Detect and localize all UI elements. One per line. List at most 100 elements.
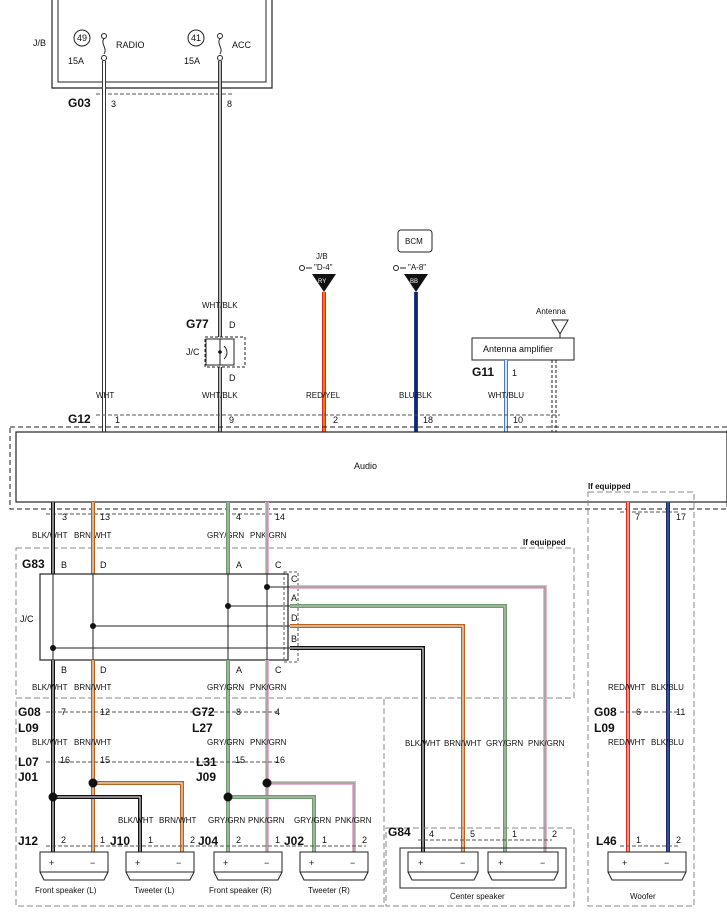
g72-pin-8: 8 bbox=[236, 707, 241, 717]
fuse-acc-number: 41 bbox=[191, 33, 201, 43]
cs2-plus: + bbox=[498, 858, 503, 868]
connector-j12-label: J12 bbox=[18, 834, 38, 848]
connector-j01-label: J01 bbox=[18, 770, 38, 784]
lbl-gry-grn-1: GRY/GRN bbox=[207, 683, 244, 692]
wire-wht-blu: G11 1 WHT/BLU bbox=[472, 360, 524, 432]
antenna-amp-label: Antenna amplifier bbox=[483, 344, 553, 354]
audio-label: Audio bbox=[354, 461, 377, 471]
wire-wht-blk-label-bottom: WHT/BLK bbox=[202, 391, 238, 400]
j04-pin-1: 1 bbox=[275, 835, 280, 845]
g83-right-c: C bbox=[291, 574, 298, 584]
fuse-radio-number: 49 bbox=[77, 33, 87, 43]
g83-bottom-c: C bbox=[275, 665, 282, 675]
center-blk-wht-label: BLK/WHT bbox=[405, 739, 441, 748]
g77-pin-top: D bbox=[229, 320, 236, 330]
woofer-label: Woofer bbox=[630, 892, 656, 901]
l46-pin-1: 1 bbox=[636, 835, 641, 845]
fsl-minus: − bbox=[90, 858, 95, 868]
center-gry-grn-label: GRY/GRN bbox=[486, 739, 523, 748]
jb-label: J/B bbox=[33, 38, 46, 48]
g84-pin-1: 1 bbox=[512, 829, 517, 839]
g84-pin-5: 5 bbox=[470, 829, 475, 839]
j02-pin-2: 2 bbox=[362, 835, 367, 845]
lbl-brn-wht-2: BRN/WHT bbox=[74, 738, 111, 747]
connector-l46-label: L46 bbox=[596, 834, 617, 848]
woofer-pin-17: 17 bbox=[676, 512, 686, 522]
lbl-pnk-grn-1: PNK/GRN bbox=[250, 683, 287, 692]
connector-g12-label: G12 bbox=[68, 412, 91, 426]
tweeter-l-label: Tweeter (L) bbox=[134, 886, 175, 895]
lower-wire-labels: BLK/WHT BRN/WHT GRY/GRN PNK/GRN BLK/WHT … bbox=[32, 683, 372, 825]
g84-pin-4: 4 bbox=[429, 829, 434, 839]
wire-blu-blk: BCM "A-8" BB BLU/BLK bbox=[393, 229, 433, 432]
g83-top-c: C bbox=[275, 560, 282, 570]
speaker-connectors: J12 2 1 J10 1 2 J04 2 1 J02 1 2 bbox=[18, 834, 367, 848]
connector-g11-label: G11 bbox=[472, 365, 494, 379]
bb-symbol: BB bbox=[410, 279, 418, 285]
out-blk-wht-label: BLK/WHT bbox=[32, 531, 68, 540]
j04-pin-2: 2 bbox=[236, 835, 241, 845]
if-equipped-label-2: If equipped bbox=[588, 482, 631, 491]
connector-j09-label: J09 bbox=[196, 770, 216, 784]
lbl-brn-wht-3: BRN/WHT bbox=[159, 816, 196, 825]
twr-plus: + bbox=[309, 858, 314, 868]
connector-l09-b-label: L09 bbox=[594, 721, 615, 735]
audio-pin-4: 4 bbox=[236, 512, 241, 522]
l07-pin-15: 15 bbox=[100, 755, 110, 765]
connector-j02-label: J02 bbox=[284, 834, 304, 848]
audio-unit: Audio bbox=[9, 426, 727, 510]
lbl-gry-grn-4: GRY/GRN bbox=[294, 816, 331, 825]
g77-jc-label: J/C bbox=[186, 347, 200, 357]
g83-top-a: A bbox=[236, 560, 242, 570]
bcm-label: BCM bbox=[405, 237, 423, 246]
connector-g77: G77 D J/C D bbox=[186, 317, 246, 383]
wire-red-yel: J/B "D-4" RY RED/YEL bbox=[299, 252, 341, 432]
lbl-brn-wht-1: BRN/WHT bbox=[74, 683, 111, 692]
fsl-plus: + bbox=[49, 858, 54, 868]
g83-bottom-d: D bbox=[100, 665, 107, 675]
woofer-red-wht-1: RED/WHT bbox=[608, 683, 645, 692]
g08b-pin-6: 6 bbox=[636, 707, 641, 717]
g83-right-a: A bbox=[291, 593, 297, 603]
g84-pin-2: 2 bbox=[552, 829, 557, 839]
l31-pin-16: 16 bbox=[275, 755, 285, 765]
g72-pin-4: 4 bbox=[275, 707, 280, 717]
ry-symbol: RY bbox=[318, 279, 326, 285]
cs1-minus: − bbox=[460, 858, 465, 868]
lbl-pnk-grn-3: PNK/GRN bbox=[248, 816, 285, 825]
woofer-red-wht-2: RED/WHT bbox=[608, 738, 645, 747]
bb-ref: "A-8" bbox=[408, 263, 426, 272]
j12-pin-2: 2 bbox=[61, 835, 66, 845]
lbl-gry-grn-3: GRY/GRN bbox=[208, 816, 245, 825]
audio-output-pins: 3 13 4 14 BLK/WHT BRN/WHT GRY/GRN PNK/GR… bbox=[32, 512, 287, 540]
fsr-minus: − bbox=[264, 858, 269, 868]
wire-wht-blk-label-top: WHT/BLK bbox=[202, 301, 238, 310]
woofer-minus: − bbox=[664, 858, 669, 868]
g12-pin-1: 1 bbox=[115, 415, 120, 425]
l31-pin-15: 15 bbox=[235, 755, 245, 765]
connector-g83: G83 B D A C J/C C A D B B D A C bbox=[20, 557, 299, 675]
wire-wht-blk: WHT/BLK WHT/BLK bbox=[202, 61, 238, 432]
fuse-acc: 41 15A ACC bbox=[184, 29, 252, 66]
g83-top-d: D bbox=[100, 560, 107, 570]
connector-g08-label: G08 bbox=[18, 705, 41, 719]
audio-pin-14: 14 bbox=[275, 512, 285, 522]
center-pnk-grn-label: PNK/GRN bbox=[528, 739, 565, 748]
wire-wht-blu-label: WHT/BLU bbox=[488, 391, 524, 400]
connector-g72-label: G72 bbox=[192, 705, 215, 719]
connector-g03: G03 3 8 bbox=[68, 93, 234, 110]
j12-pin-1: 1 bbox=[100, 835, 105, 845]
woofer-pin-7: 7 bbox=[635, 512, 640, 522]
if-equipped-label-1: If equipped bbox=[523, 538, 566, 547]
wire-wht: WHT bbox=[96, 61, 114, 432]
front-speaker-l-label: Front speaker (L) bbox=[35, 886, 97, 895]
connector-g08-b-label: G08 bbox=[594, 705, 617, 719]
cs1-plus: + bbox=[418, 858, 423, 868]
front-speaker-r-label: Front speaker (R) bbox=[209, 886, 272, 895]
connector-g77-label: G77 bbox=[186, 317, 209, 331]
woofer-section: If equipped 7 17 RED/WHT BLK/BLU G08 L09… bbox=[587, 482, 695, 907]
connector-g83-label: G83 bbox=[22, 557, 45, 571]
g08-pin-12: 12 bbox=[100, 707, 110, 717]
tweeter-r-label: Tweeter (R) bbox=[308, 886, 350, 895]
woofer-blk-blu-2: BLK/BLU bbox=[651, 738, 684, 747]
